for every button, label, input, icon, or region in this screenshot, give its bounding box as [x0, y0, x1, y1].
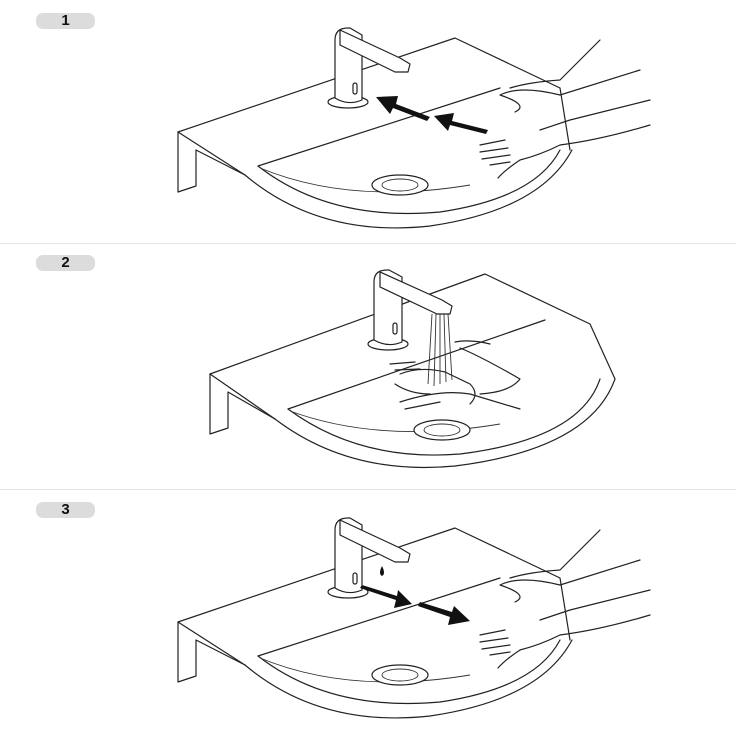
washbasin: [177, 37, 573, 229]
divider: [0, 489, 736, 490]
drain: [371, 174, 429, 196]
drain: [413, 419, 471, 441]
step-1-illustration: [177, 27, 651, 229]
washbasin: [209, 273, 616, 469]
drain: [371, 664, 429, 686]
hands: [479, 529, 651, 669]
step-3-panel: 3: [0, 490, 736, 733]
step-number-badge: 1: [36, 13, 95, 29]
faucet: [367, 269, 453, 351]
hands: [389, 340, 521, 410]
hands: [479, 39, 651, 179]
step-1-panel: 1: [0, 0, 736, 243]
step-3-illustration: [177, 517, 651, 719]
faucet: [327, 27, 411, 109]
motion-arrows: [376, 96, 488, 134]
step-2-illustration: [209, 269, 616, 469]
water-stream: [427, 313, 453, 387]
faucet: [327, 517, 411, 599]
step-2-panel: 2: [0, 244, 736, 489]
step-number-badge: 2: [36, 255, 95, 271]
washbasin: [177, 527, 573, 719]
water-drop-icon: [380, 566, 384, 576]
motion-arrows: [360, 585, 470, 625]
divider: [0, 243, 736, 244]
step-number-badge: 3: [36, 502, 95, 518]
